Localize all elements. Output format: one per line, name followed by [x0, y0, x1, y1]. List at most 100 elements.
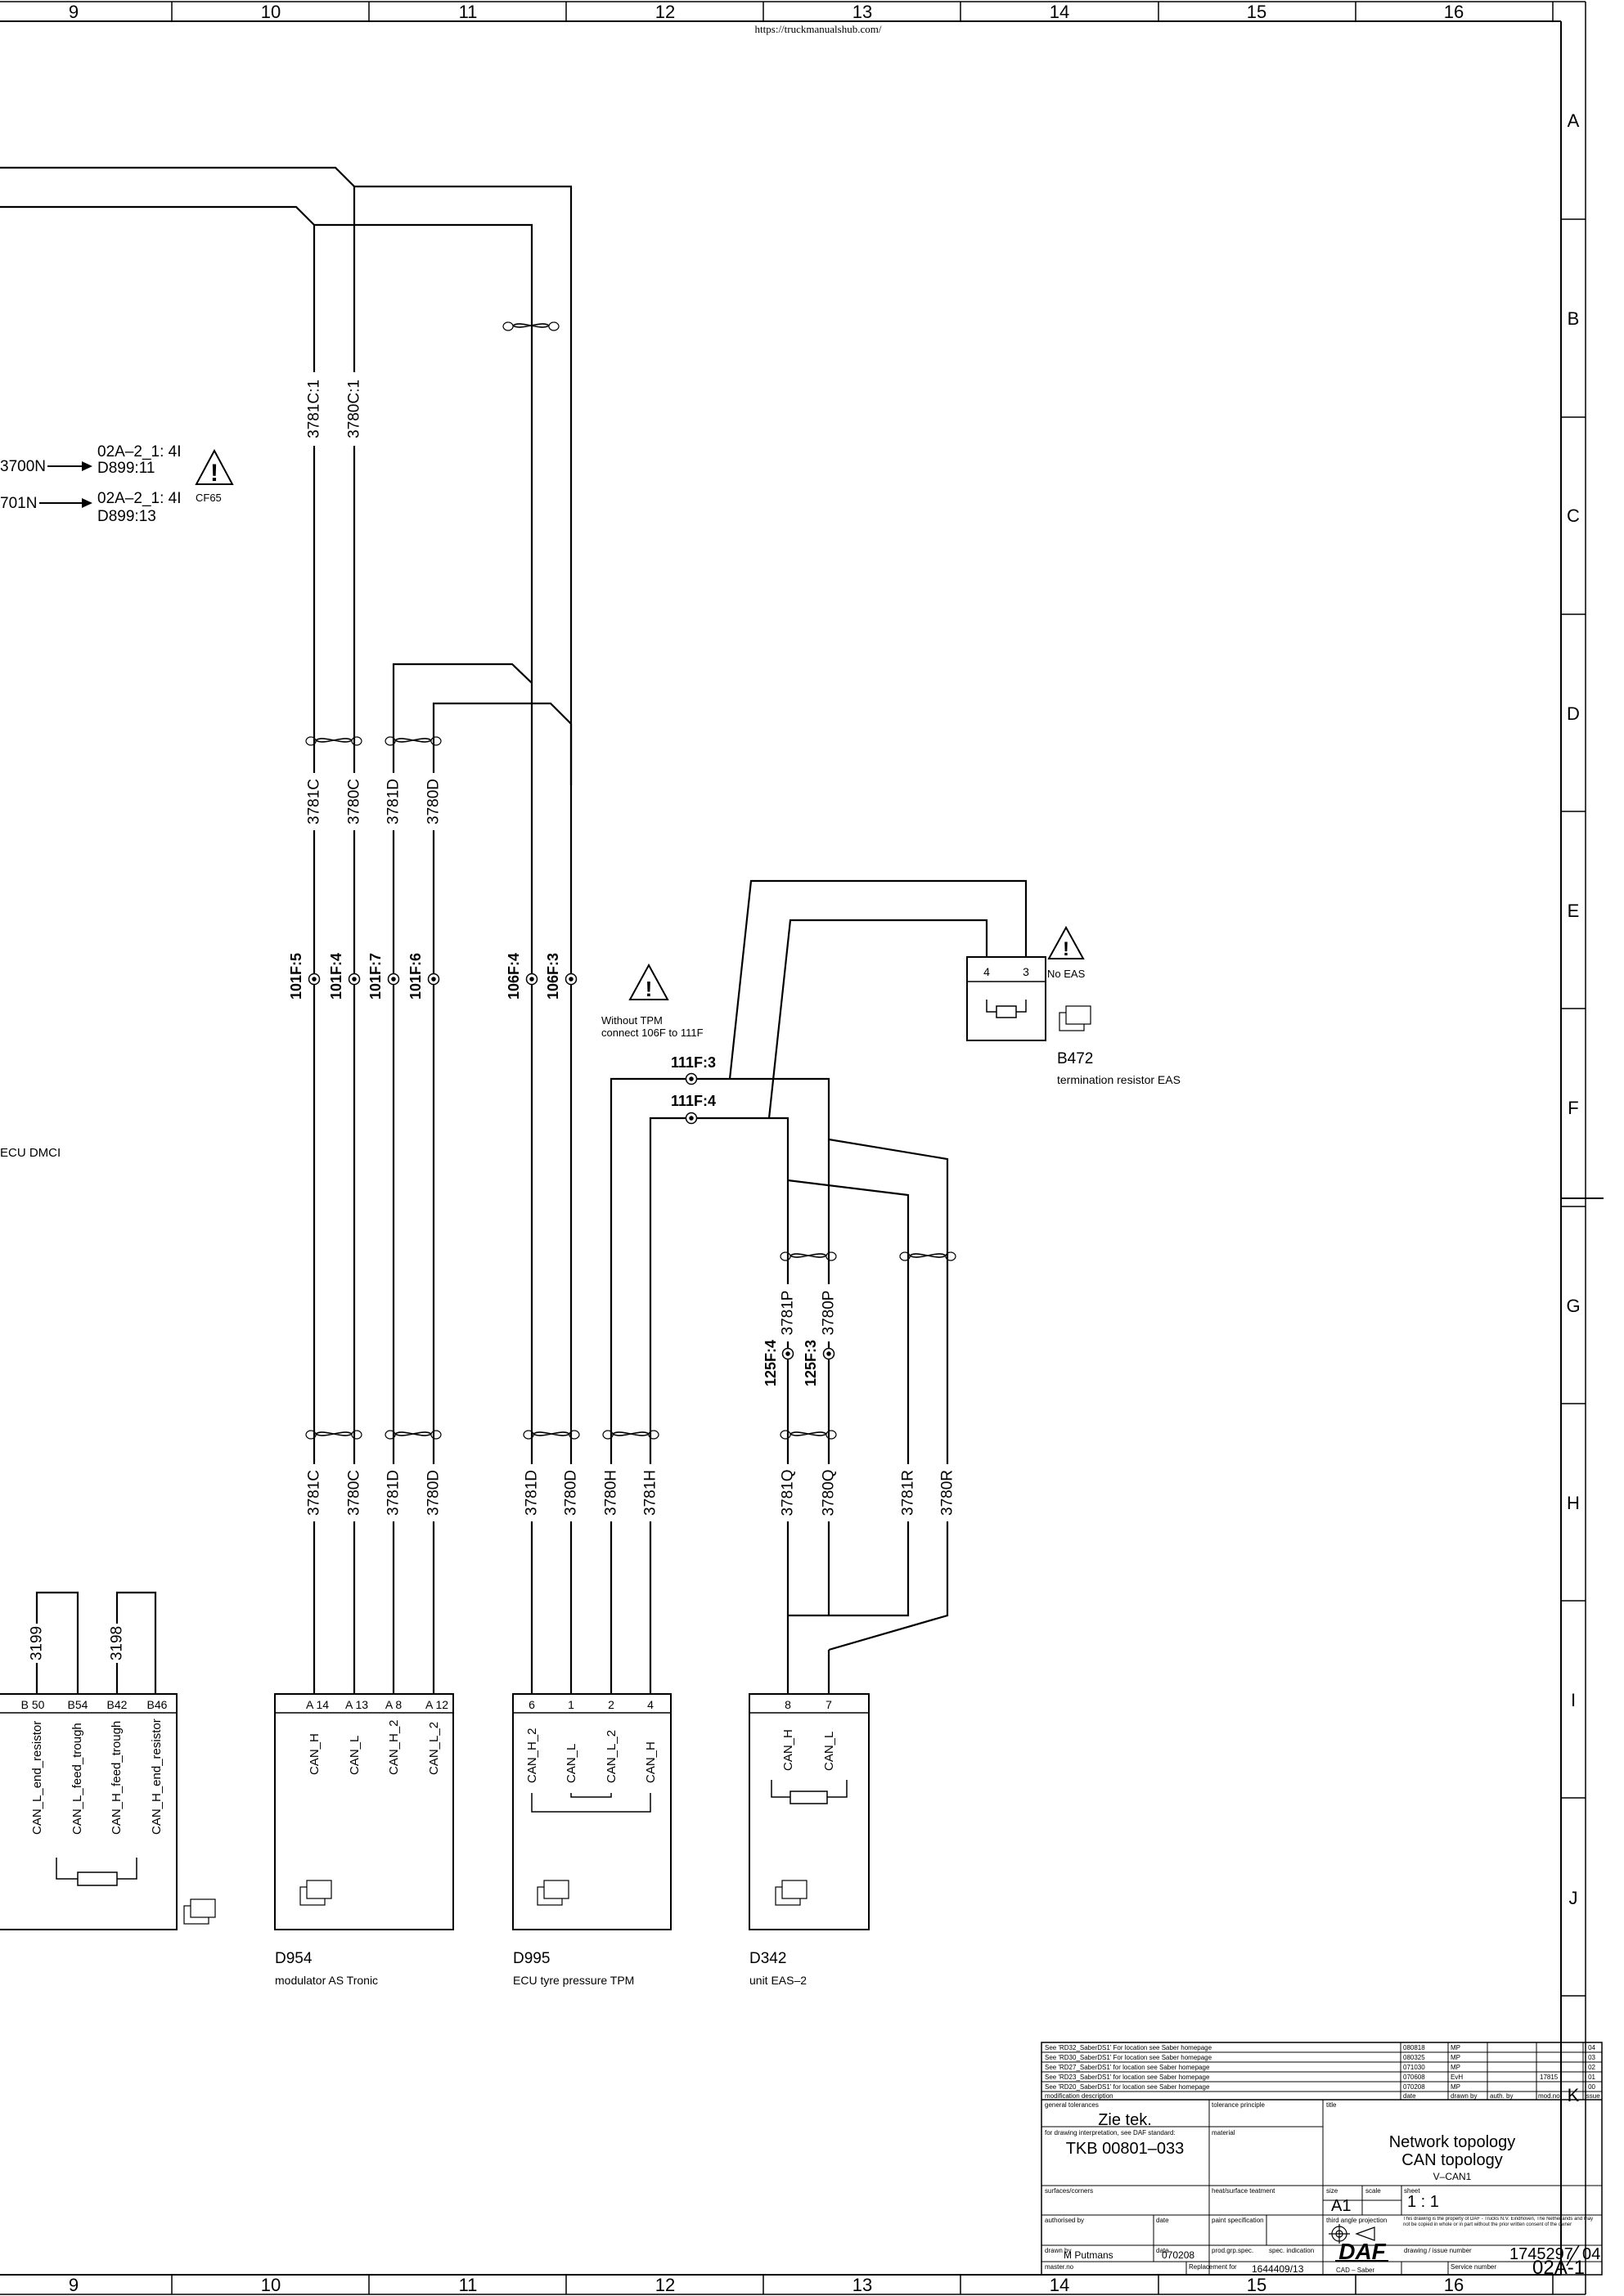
column-number: 12 — [655, 2275, 675, 2295]
pin-label: 4 — [983, 965, 990, 978]
mod-drawn-by: EvH — [1451, 2074, 1463, 2081]
column-number: 13 — [852, 2275, 872, 2295]
field-label: for drawing interpretation, see DAF stan… — [1045, 2129, 1176, 2136]
mod-drawn-by: MP — [1451, 2044, 1460, 2051]
pin-label: 6 — [529, 1698, 535, 1711]
mod-description: See 'RD32_SaberDS1' For location see Sab… — [1045, 2044, 1212, 2051]
signal-label: CAN_L — [565, 1744, 578, 1783]
ref-target[interactable]: 02A–2_1: 4I — [97, 490, 181, 507]
tpm-note-line1: Without TPM — [601, 1014, 663, 1027]
title-block: See 'RD32_SaberDS1' For location see Sab… — [1041, 2042, 1603, 2279]
d995-component[interactable]: 6 1 2 4 CAN_H_2 CAN_L CAN_L_2 CAN_H D995… — [512, 1693, 672, 1987]
twist-marker — [602, 1430, 659, 1440]
d342-component[interactable]: 8 7 CAN_H CAN_L D342 unit EAS–2 — [749, 1693, 870, 1987]
connector-dot — [685, 1112, 698, 1125]
ref-target[interactable]: D899:11 — [97, 460, 155, 477]
header-label: modification description — [1045, 2092, 1113, 2100]
warning-exclamation: ! — [1063, 938, 1069, 960]
drawing-title-1: Network topology — [1389, 2133, 1516, 2151]
arrow-right-icon — [82, 461, 92, 471]
row-letter: F — [1568, 1098, 1578, 1118]
field-label: third angle projection — [1326, 2217, 1387, 2224]
column-numbers-top: 9 10 11 12 13 14 15 16 — [69, 2, 1464, 22]
b472-component[interactable]: 4 3 B472 termination resistor EAS — [966, 956, 1181, 1086]
field-label: scale — [1365, 2187, 1381, 2195]
field-label: size — [1326, 2187, 1338, 2195]
connector-dot — [387, 973, 400, 986]
column-number: 11 — [459, 2275, 478, 2295]
warning-code: CF65 — [196, 492, 222, 504]
drawing-number: 1745297 — [1509, 2245, 1573, 2263]
resistor-icon — [771, 1780, 848, 1804]
ref-target[interactable]: D899:13 — [97, 508, 156, 525]
header-label: mod.no. — [1538, 2092, 1562, 2100]
cad-label: CAD – Saber — [1336, 2267, 1374, 2274]
mod-drawn-by: MP — [1451, 2083, 1460, 2091]
header-label: drawn by — [1451, 2092, 1477, 2100]
wire-label: 3198 — [109, 1626, 126, 1660]
column-number: 16 — [1444, 2275, 1464, 2295]
source-url[interactable]: https://truckmanualshub.com/ — [755, 23, 882, 35]
pin-label: A 13 — [345, 1698, 368, 1711]
warning-exclamation: ! — [646, 977, 653, 1001]
signal-label: CAN_H — [308, 1733, 322, 1775]
ground-symbol-icon — [537, 1880, 569, 1906]
pin-label: 4 — [647, 1698, 654, 1711]
connector-dot — [685, 1072, 698, 1085]
column-number: 14 — [1050, 2, 1069, 22]
mod-date: 070608 — [1403, 2074, 1425, 2081]
connector-label: 101F:5 — [288, 953, 304, 1000]
signal-label: CAN_H — [781, 1729, 795, 1771]
component-code: D342 — [749, 1950, 786, 1967]
drawn-by: M Putmans — [1064, 2249, 1113, 2261]
projection-symbol-icon — [1329, 2224, 1375, 2244]
field-label: spec. indication — [1269, 2247, 1314, 2254]
drawing-issue: 04 — [1582, 2245, 1600, 2263]
pin-label: B46 — [147, 1698, 168, 1711]
twist-marker — [780, 1251, 837, 1261]
connector-label: 111F:4 — [671, 1093, 716, 1109]
connector-dot — [348, 973, 361, 986]
sheet-scale: 1 : 1 — [1407, 2193, 1439, 2211]
column-numbers-bottom: 9 10 11 12 13 14 15 16 — [69, 2275, 1464, 2295]
connector-label: 106F:3 — [545, 953, 561, 1000]
pin-label: 7 — [825, 1698, 832, 1711]
connector-dot — [565, 973, 578, 986]
column-number: 9 — [69, 2275, 79, 2295]
wire-label: 3781D — [385, 779, 403, 824]
ref-target[interactable]: 02A–2_1: 4I — [97, 443, 181, 461]
row-letter: B — [1568, 308, 1580, 329]
connector-dot — [308, 973, 321, 986]
d954-component[interactable]: A 14 A 13 A 8 A 12 CAN_H CAN_L CAN_H_2 C… — [274, 1693, 454, 1987]
connector-dot — [525, 973, 538, 986]
column-number: 14 — [1050, 2275, 1069, 2295]
signal-label: CAN_H — [644, 1741, 658, 1783]
wire-label: 3781C:1 — [306, 380, 323, 438]
signal-label: CAN_H_2 — [387, 1719, 401, 1775]
termination-bracket — [531, 1793, 651, 1813]
column-number: 12 — [655, 2, 675, 22]
pin-label: A 12 — [425, 1698, 448, 1711]
field-label: tolerance principle — [1212, 2101, 1265, 2109]
mod-date: 070208 — [1403, 2083, 1425, 2091]
signal-label: CAN_H_feed_trough — [110, 1721, 124, 1835]
mod-description: See 'RD30_SaberDS1' For location see Sab… — [1045, 2054, 1212, 2061]
wire-label: 3199 — [29, 1626, 46, 1660]
field-label: date — [1156, 2217, 1169, 2224]
ref-wire: 701N — [0, 495, 37, 512]
arrow-right-icon — [82, 498, 92, 508]
ecu-dmci-resistor-box[interactable]: B 50 B54 B42 B46 CAN_L_end_resistor CAN_… — [0, 1693, 178, 1930]
tpm-note: ! Without TPM connect 106F to 111F — [601, 963, 704, 1039]
signal-label: CAN_L — [348, 1736, 362, 1775]
pin-label: 3 — [1023, 965, 1029, 978]
column-number: 10 — [261, 2, 281, 22]
row-ticks — [1561, 218, 1586, 1997]
mod-issue: 00 — [1588, 2083, 1595, 2091]
daf-logo: DAF — [1338, 2239, 1386, 2264]
connector-label: 125F:3 — [803, 1340, 819, 1386]
mod-drawn-by: MP — [1451, 2054, 1460, 2061]
column-number: 9 — [69, 2, 79, 22]
field-label: Replacement for — [1189, 2263, 1237, 2271]
twist-marker — [523, 1430, 580, 1440]
